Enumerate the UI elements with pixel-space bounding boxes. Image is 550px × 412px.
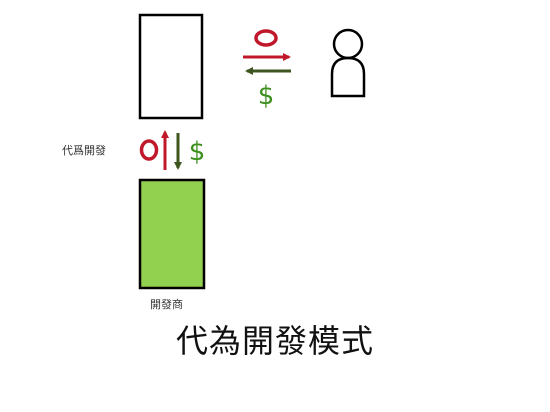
money-dollar-icon: $ (258, 81, 275, 111)
developer-label: 開發商 (150, 298, 183, 311)
diagram-title: 代為開發模式 (175, 322, 374, 360)
person-icon (330, 28, 366, 98)
service-ring-icon (139, 139, 159, 161)
money-dollar-icon: $ (189, 137, 206, 167)
client-box (138, 13, 204, 120)
service-ring-icon (254, 29, 278, 47)
developer-box (138, 178, 206, 290)
outsourced-development-label: 代爲開發 (62, 144, 106, 157)
